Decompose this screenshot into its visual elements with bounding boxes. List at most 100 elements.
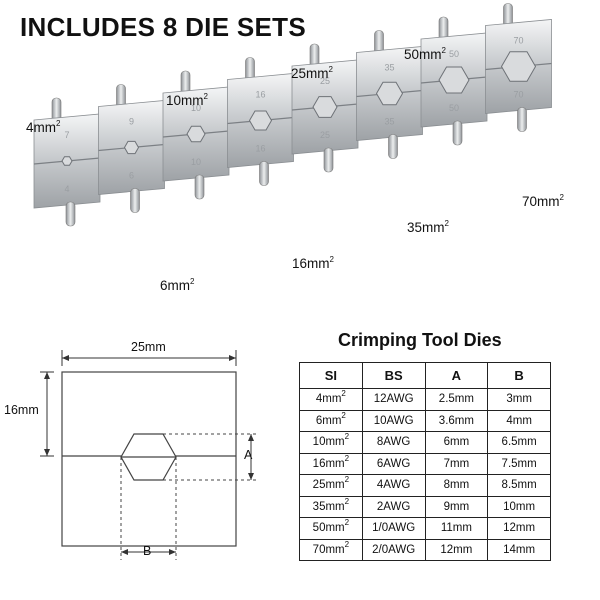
die-engraving-top: 9 xyxy=(129,117,134,127)
cell-b: 6.5mm xyxy=(487,431,551,454)
hex-cavity xyxy=(312,96,338,118)
cell-si: 4mm2 xyxy=(299,388,363,411)
b-dimension-label: B xyxy=(143,544,152,558)
cell-b: 8.5mm xyxy=(487,474,551,497)
cell-bs: 8AWG xyxy=(361,431,426,454)
cell-b: 14mm xyxy=(487,538,551,561)
cell-si: 50mm2 xyxy=(299,517,363,540)
die-engraving-top: 70 xyxy=(513,36,523,46)
cell-bs: 2AWG xyxy=(361,495,426,518)
die-label-10: 10mm2 xyxy=(166,92,208,109)
cell-bs: 10AWG xyxy=(361,409,426,432)
width-dimension-label: 25mm xyxy=(131,340,166,354)
cell-si: 70mm2 xyxy=(299,538,363,561)
die-engraving-bottom: 50 xyxy=(449,103,459,113)
die-engraving-top: 16 xyxy=(255,90,265,100)
cell-a: 8mm xyxy=(424,474,489,497)
die-label-4: 4mm2 xyxy=(26,119,61,136)
header-si: SI xyxy=(299,362,363,389)
die-engraving-top: 7 xyxy=(64,130,69,140)
cell-a: 6mm xyxy=(424,431,489,454)
die-block: 70 70 xyxy=(485,19,552,114)
die-label-6: 6mm2 xyxy=(160,277,195,294)
die-pin-bottom xyxy=(517,107,527,132)
hex-cavity xyxy=(248,110,273,131)
height-dimension-label: 16mm xyxy=(4,403,39,417)
hex-cavity xyxy=(186,125,206,143)
die-pin-bottom xyxy=(130,188,140,213)
die-engraving-bottom: 4 xyxy=(64,184,69,194)
hex-cavity xyxy=(61,156,73,166)
hex-cavity xyxy=(438,66,470,94)
cell-a: 7mm xyxy=(424,452,489,475)
cell-a: 12mm xyxy=(424,538,489,561)
die-label-16: 16mm2 xyxy=(292,255,334,272)
die-label-70: 70mm2 xyxy=(522,193,564,210)
cell-bs: 2/0AWG xyxy=(361,538,426,561)
die-engraving-bottom: 70 xyxy=(513,90,523,100)
die-engraving-bottom: 35 xyxy=(384,117,394,127)
die-block-outline xyxy=(61,371,237,547)
cell-b: 10mm xyxy=(487,495,551,518)
cell-b: 7.5mm xyxy=(487,452,551,475)
die-engraving-top: 25 xyxy=(320,76,330,86)
cell-bs: 1/0AWG xyxy=(361,517,426,540)
cell-si: 16mm2 xyxy=(299,452,363,475)
table-header-row: SI BS A B xyxy=(299,362,551,389)
header-a: A xyxy=(424,362,489,389)
cell-a: 11mm xyxy=(424,517,489,540)
hex-cavity xyxy=(123,140,140,155)
die-engraving-bottom: 25 xyxy=(320,130,330,140)
cell-bs: 12AWG xyxy=(361,388,426,411)
hex-cavity xyxy=(375,81,404,106)
cell-si: 35mm2 xyxy=(299,495,363,518)
hex-dimension-diagram xyxy=(40,350,258,560)
cell-a: 3.6mm xyxy=(424,409,489,432)
cell-a: 9mm xyxy=(424,495,489,518)
cell-si: 25mm2 xyxy=(299,474,363,497)
a-dimension-label: A xyxy=(244,448,253,462)
die-engraving-top: 10 xyxy=(191,103,201,113)
die-pin-bottom xyxy=(388,134,398,159)
die-engraving-bottom: 10 xyxy=(191,157,201,167)
die-block: 96 xyxy=(98,100,165,195)
cell-bs: 6AWG xyxy=(361,452,426,475)
cell-b: 3mm xyxy=(487,388,551,411)
die-engraving-bottom: 16 xyxy=(255,144,265,154)
die-engraving-bottom: 6 xyxy=(129,171,134,181)
cell-b: 4mm xyxy=(487,409,551,432)
headline: INCLUDES 8 DIE SETS xyxy=(20,12,306,42)
header-bs: BS xyxy=(361,362,426,389)
cell-a: 2.5mm xyxy=(424,388,489,411)
die-block: 50 50 xyxy=(420,32,488,128)
cell-bs: 4AWG xyxy=(361,474,426,497)
table-title: Crimping Tool Dies xyxy=(338,330,502,350)
die-pin-bottom xyxy=(452,120,463,146)
cell-b: 12mm xyxy=(487,517,551,540)
die-label-50: 50mm2 xyxy=(404,46,446,63)
die-pin-bottom xyxy=(65,201,76,227)
die-engraving-top: 50 xyxy=(449,49,459,59)
die-pin-bottom xyxy=(259,161,269,186)
cell-si: 6mm2 xyxy=(299,409,363,432)
header-b: B xyxy=(487,362,551,389)
die-pin-bottom xyxy=(323,147,334,173)
die-block: 35 35 xyxy=(356,46,423,141)
die-pin-bottom xyxy=(194,174,205,200)
hex-cavity xyxy=(500,51,537,82)
die-label-25: 25mm2 xyxy=(291,65,333,82)
die-engraving-top: 35 xyxy=(384,63,394,73)
die-label-35: 35mm2 xyxy=(407,219,449,236)
die-block: 10 10 xyxy=(162,86,230,182)
die-block: 25 25 xyxy=(291,59,359,155)
cell-si: 10mm2 xyxy=(299,431,363,454)
